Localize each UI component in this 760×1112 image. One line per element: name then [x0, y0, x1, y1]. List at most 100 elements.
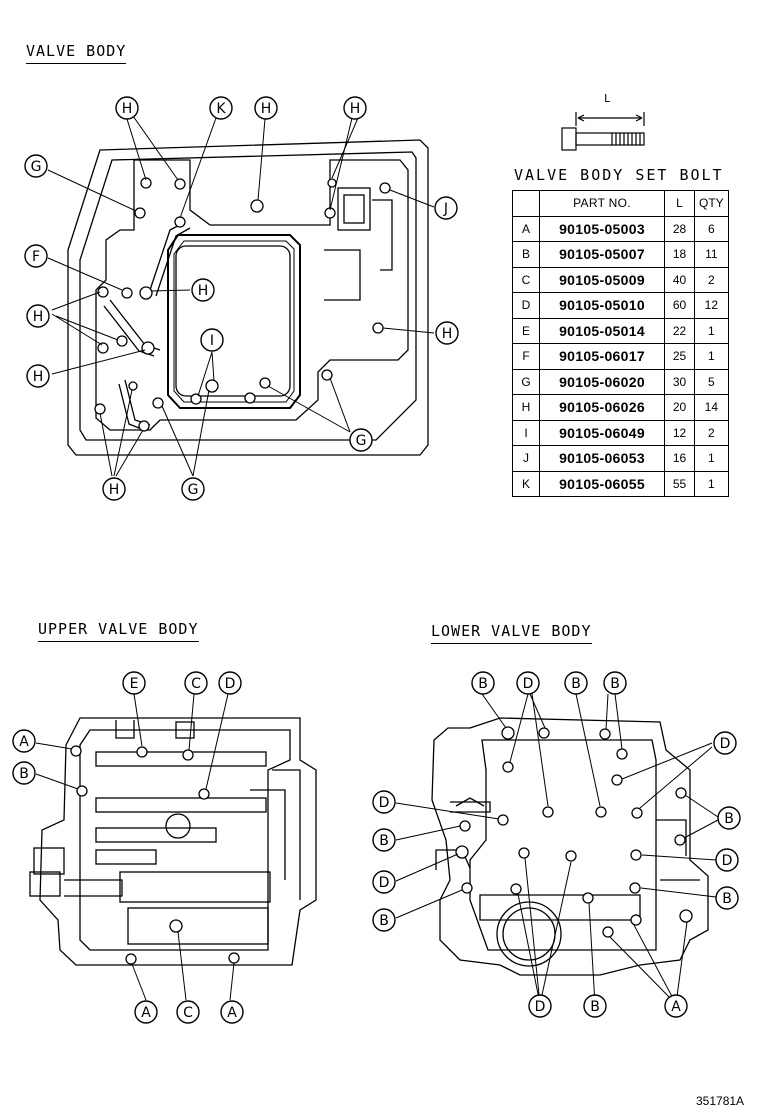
callout-upper-e: E	[122, 671, 146, 695]
callout-lower-b-5: B	[372, 828, 396, 852]
cell-part-no: 90105-05007	[539, 241, 665, 268]
cell-part-no: 90105-06020	[539, 368, 665, 395]
cell-qty: 1	[694, 445, 729, 472]
cell-length: 30	[664, 368, 695, 395]
lower-valve-body-bolt-holes	[455, 726, 693, 938]
callout-valve-i: I	[200, 328, 224, 352]
cell-part-no: 90105-05009	[539, 266, 665, 293]
cell-part-no: 90105-05010	[539, 292, 665, 319]
callout-valve-h-3: H	[343, 96, 367, 120]
svg-text:C: C	[191, 676, 201, 692]
callout-lower-b-1: B	[471, 671, 495, 695]
valve-body-title: VALVE BODY	[26, 42, 127, 64]
callout-valve-f: F	[24, 244, 48, 268]
svg-text:B: B	[19, 766, 29, 782]
lower-valve-body-title: LOWER VALVE BODY	[431, 622, 592, 644]
callout-valve-h-7: H	[26, 364, 50, 388]
cell-qty: 12	[694, 292, 729, 319]
callout-valve-h-5: H	[26, 304, 50, 328]
svg-text:D: D	[535, 999, 546, 1015]
cell-qty: 5	[694, 368, 729, 395]
callout-upper-a-3: A	[220, 1000, 244, 1024]
svg-text:B: B	[478, 676, 488, 692]
cell-part-no: 90105-06049	[539, 419, 665, 446]
svg-text:A: A	[227, 1005, 237, 1021]
callout-lower-d-2: D	[713, 731, 737, 755]
cell-length: 40	[664, 266, 695, 293]
cell-part-no: 90105-05014	[539, 317, 665, 344]
svg-text:C: C	[183, 1005, 193, 1021]
bolt-table-header: PART NO. L QTY	[512, 190, 729, 217]
cell-key: H	[512, 394, 540, 421]
callout-lower-b-7: B	[372, 908, 396, 932]
cell-qty: 11	[694, 241, 729, 268]
callout-lower-b-3: B	[603, 671, 627, 695]
lower-valve-body-leaders	[395, 693, 719, 1005]
callout-lower-b-2: B	[564, 671, 588, 695]
callout-upper-a-1: A	[12, 729, 36, 753]
cell-part-no: 90105-06017	[539, 343, 665, 370]
lower-valve-body-drawing	[431, 717, 709, 976]
svg-text:H: H	[122, 101, 133, 117]
svg-text:H: H	[261, 101, 272, 117]
upper-valve-body-leaders	[35, 693, 235, 1001]
svg-text:B: B	[724, 811, 734, 827]
upper-valve-body-title: UPPER VALVE BODY	[38, 620, 199, 642]
svg-text:B: B	[590, 999, 600, 1015]
svg-text:D: D	[225, 676, 236, 692]
cell-part-no: 90105-06053	[539, 445, 665, 472]
cell-qty: 1	[694, 343, 729, 370]
upper-valve-body-bolt-holes	[70, 745, 240, 965]
cell-length: 18	[664, 241, 695, 268]
upper-valve-body-drawing	[29, 717, 317, 966]
svg-text:D: D	[379, 795, 390, 811]
callout-valve-h-4: H	[191, 278, 215, 302]
callout-bubbles: H K H H G J F H H H H I G H G E C D A B …	[12, 96, 741, 1024]
svg-text:B: B	[571, 676, 581, 692]
svg-text:D: D	[523, 676, 534, 692]
cell-qty: 14	[694, 394, 729, 421]
cell-length: 20	[664, 394, 695, 421]
cell-length: 25	[664, 343, 695, 370]
callout-valve-g-1: G	[24, 154, 48, 178]
cell-length: 60	[664, 292, 695, 319]
svg-text:A: A	[671, 999, 681, 1015]
cell-qty: 6	[694, 215, 729, 242]
callout-lower-b-4: B	[717, 806, 741, 830]
callout-upper-a-2: A	[134, 1000, 158, 1024]
svg-text:B: B	[722, 891, 732, 907]
svg-text:I: I	[210, 333, 214, 349]
callout-valve-j: J	[434, 196, 458, 220]
callout-lower-d-4: D	[715, 848, 739, 872]
cell-qty: 2	[694, 419, 729, 446]
svg-text:G: G	[31, 159, 42, 175]
header-part-no: PART NO.	[539, 190, 665, 217]
cell-qty: 1	[694, 470, 729, 497]
callout-upper-b: B	[12, 761, 36, 785]
svg-text:B: B	[379, 913, 389, 929]
callout-valve-h-2: H	[254, 96, 278, 120]
bolt-length-label: L	[604, 92, 611, 105]
cell-length: 28	[664, 215, 695, 242]
callout-valve-g-3: G	[181, 477, 205, 501]
svg-text:H: H	[33, 309, 44, 325]
callout-lower-a: A	[664, 994, 688, 1018]
cell-qty: 2	[694, 266, 729, 293]
svg-text:H: H	[198, 283, 209, 299]
cell-key: C	[512, 266, 540, 293]
cell-key: I	[512, 419, 540, 446]
callout-valve-h-8: H	[102, 477, 126, 501]
svg-text:G: G	[356, 433, 367, 449]
valve-body-leaders	[47, 115, 435, 477]
svg-text:H: H	[350, 101, 361, 117]
callout-valve-g-2: G	[349, 428, 373, 452]
svg-text:J: J	[443, 201, 448, 217]
